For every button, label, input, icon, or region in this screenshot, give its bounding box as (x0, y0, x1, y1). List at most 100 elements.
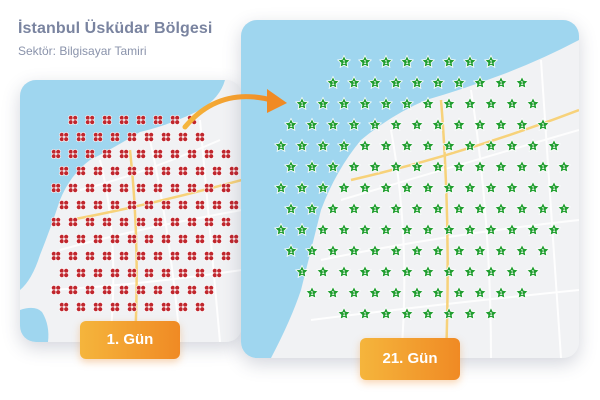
green-star-marker-icon: 1 (546, 180, 562, 195)
green-star-marker-icon: 1 (367, 159, 383, 174)
red-cross-marker-icon (59, 234, 69, 244)
green-star-marker-icon: 1 (430, 243, 446, 258)
green-star-marker-icon: 1 (388, 201, 404, 216)
red-cross-marker-icon (110, 200, 120, 210)
red-cross-marker-icon (144, 132, 154, 142)
marker-label: 1 (322, 228, 325, 234)
red-cross-marker-icon (85, 183, 95, 193)
green-star-marker-icon: 1 (399, 54, 415, 69)
marker-label: 1 (353, 249, 356, 255)
green-star-marker-icon: 1 (409, 117, 425, 132)
green-star-marker-icon: 1 (462, 180, 478, 195)
green-star-marker-icon: 1 (441, 222, 457, 237)
red-cross-marker-icon (195, 234, 205, 244)
green-star-marker-icon: 1 (462, 96, 478, 111)
green-star-marker-icon: 1 (336, 96, 352, 111)
red-cross-marker-icon (119, 285, 129, 295)
marker-label: 1 (311, 291, 314, 297)
marker-label: 1 (469, 228, 472, 234)
green-star-marker-icon: 1 (493, 243, 509, 258)
green-star-marker-icon: 1 (357, 180, 373, 195)
red-cross-marker-icon (136, 217, 146, 227)
marker-label: 1 (563, 165, 566, 171)
marker-label: 1 (395, 123, 398, 129)
marker-label: 1 (427, 270, 430, 276)
green-star-marker-icon: 1 (367, 117, 383, 132)
red-cross-marker-icon (76, 166, 86, 176)
red-cross-marker-icon (170, 115, 180, 125)
red-cross-marker-icon (144, 268, 154, 278)
red-cross-marker-icon (178, 234, 188, 244)
marker-label: 1 (458, 123, 461, 129)
red-cross-marker-icon (93, 166, 103, 176)
green-star-marker-icon: 1 (399, 96, 415, 111)
green-star-marker-icon: 1 (325, 75, 341, 90)
marker-label: 1 (416, 123, 419, 129)
marker-label: 1 (490, 270, 493, 276)
marker-label: 1 (500, 81, 503, 87)
red-cross-marker-icon (170, 251, 180, 261)
red-cross-marker-icon (93, 302, 103, 312)
marker-label: 1 (521, 207, 524, 213)
green-star-marker-icon: 1 (525, 264, 541, 279)
marker-label: 1 (437, 165, 440, 171)
marker-label: 1 (490, 228, 493, 234)
green-star-marker-icon: 1 (304, 201, 320, 216)
marker-label: 1 (374, 81, 377, 87)
red-cross-marker-icon (170, 183, 180, 193)
red-cross-marker-icon (170, 149, 180, 159)
marker-label: 1 (511, 144, 514, 150)
marker-label: 1 (343, 102, 346, 108)
red-cross-marker-icon (136, 115, 146, 125)
red-cross-marker-icon (221, 149, 231, 159)
green-star-marker-icon: 1 (367, 75, 383, 90)
red-cross-marker-icon (153, 285, 163, 295)
marker-label: 1 (374, 291, 377, 297)
red-cross-marker-icon (127, 132, 137, 142)
red-cross-marker-icon (102, 217, 112, 227)
green-star-marker-icon: 1 (430, 75, 446, 90)
green-star-marker-icon: 1 (504, 264, 520, 279)
marker-label: 1 (521, 165, 524, 171)
marker-label: 1 (490, 60, 493, 66)
marker-label: 1 (448, 270, 451, 276)
marker-label: 1 (469, 270, 472, 276)
green-star-marker-icon: 1 (399, 222, 415, 237)
marker-label: 1 (385, 270, 388, 276)
marker-label: 1 (469, 144, 472, 150)
green-star-marker-icon: 1 (493, 159, 509, 174)
marker-label: 1 (395, 291, 398, 297)
red-cross-marker-icon (221, 183, 231, 193)
map-day-1 (20, 80, 242, 342)
marker-label: 1 (406, 144, 409, 150)
red-cross-marker-icon (204, 183, 214, 193)
green-star-marker-icon: 1 (451, 201, 467, 216)
green-star-marker-icon: 1 (409, 159, 425, 174)
green-star-marker-icon: 1 (388, 243, 404, 258)
green-star-marker-icon: 1 (462, 54, 478, 69)
marker-label: 1 (479, 291, 482, 297)
red-cross-marker-icon (136, 285, 146, 295)
green-star-marker-icon: 1 (283, 159, 299, 174)
red-cross-marker-icon (102, 149, 112, 159)
green-star-marker-icon: 1 (514, 201, 530, 216)
green-star-marker-icon: 1 (325, 159, 341, 174)
green-star-marker-icon: 1 (336, 264, 352, 279)
marker-label: 1 (406, 60, 409, 66)
red-cross-marker-icon (76, 200, 86, 210)
marker-label: 1 (301, 270, 304, 276)
green-star-marker-icon: 1 (378, 222, 394, 237)
green-star-marker-icon: 1 (283, 117, 299, 132)
green-star-marker-icon: 1 (294, 180, 310, 195)
red-cross-marker-icon (85, 115, 95, 125)
marker-label: 1 (406, 312, 409, 318)
green-star-marker-icon: 1 (451, 159, 467, 174)
green-star-marker-icon: 1 (283, 243, 299, 258)
badge-day-21: 21. Gün (360, 338, 460, 380)
green-star-marker-icon: 1 (451, 75, 467, 90)
marker-label: 1 (374, 207, 377, 213)
marker-label: 1 (500, 165, 503, 171)
green-star-marker-icon: 1 (441, 264, 457, 279)
marker-label: 1 (427, 186, 430, 192)
